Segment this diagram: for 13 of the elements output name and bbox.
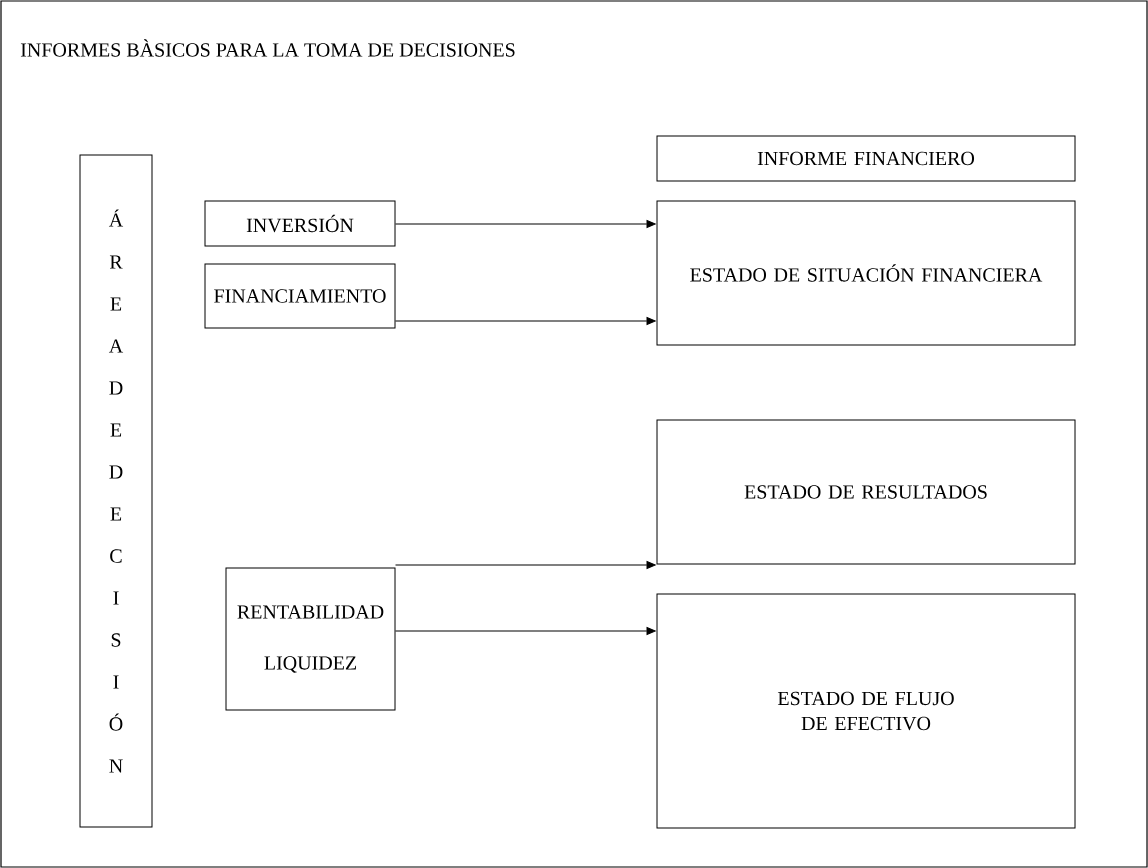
- process-box: ESTADO DE SITUACIÓN FINANCIERA: [656, 200, 1076, 346]
- process-box: INFORME FINANCIERO: [656, 135, 1076, 182]
- arrow: [395, 561, 656, 569]
- vertical-box: ÁREA DE DECISIÓN: [79, 154, 153, 828]
- arrow: [395, 317, 656, 325]
- title: INFORMES BÀSICOS PARA LA TOMA DE DECISIONES: [20, 39, 515, 57]
- arrow: [395, 627, 656, 635]
- process-box: FINANCIAMIENTO: [204, 263, 396, 329]
- process-box: RENTABILIDAD LIQUIDEZ: [225, 567, 396, 711]
- arrow: [395, 220, 656, 228]
- process-box: INVERSIÓN: [204, 200, 396, 247]
- process-box: ESTADO DE RESULTADOS: [656, 419, 1076, 565]
- process-box: ESTADO DE FLUJO DE EFECTIVO: [656, 593, 1076, 829]
